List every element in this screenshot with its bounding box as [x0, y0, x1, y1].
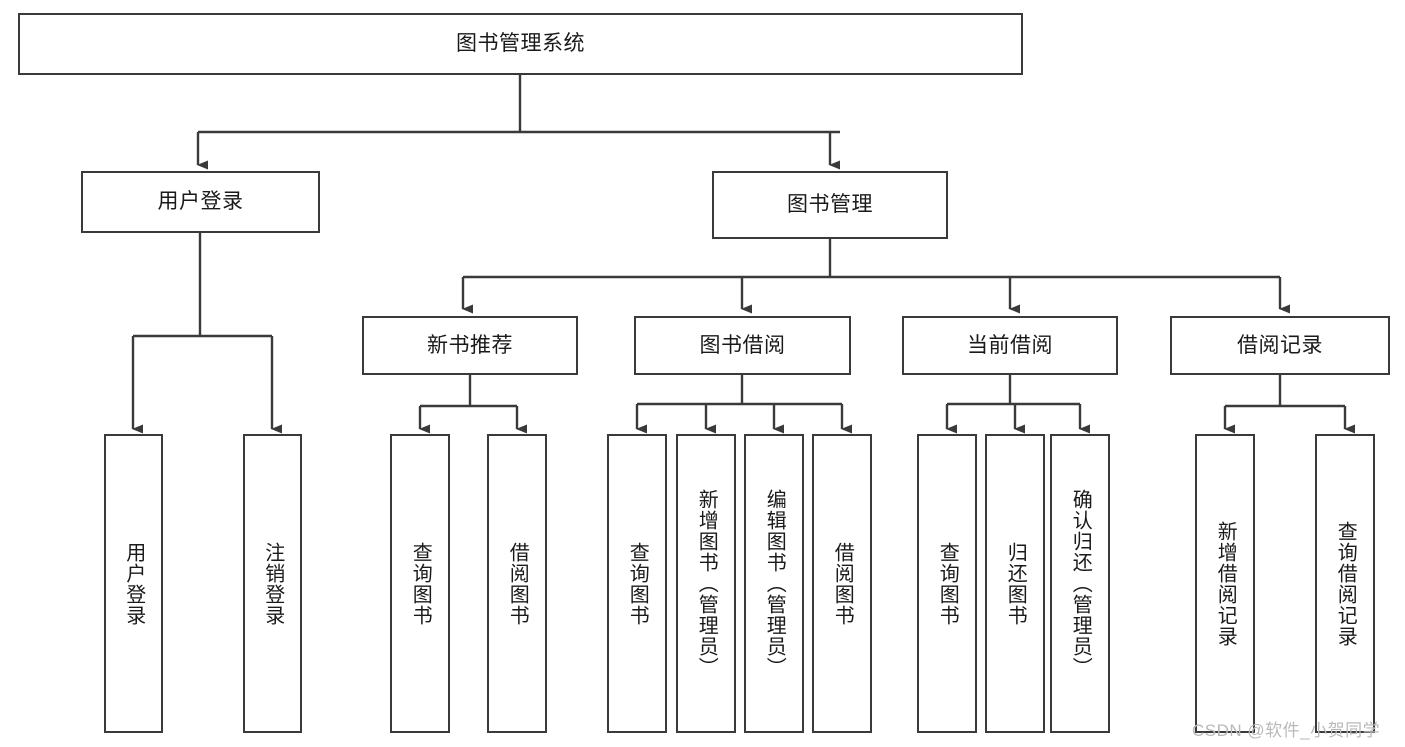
leaf-new-book-borrow[interactable]: 借阅图书 [487, 434, 547, 733]
node-root-system[interactable]: 图书管理系统 [18, 13, 1023, 75]
node-label: 用户登录 [122, 541, 145, 626]
node-label: 借阅图书 [831, 541, 854, 626]
leaf-user-login-signout[interactable]: 注销登录 [243, 434, 302, 733]
node-label: 查询借阅记录 [1334, 520, 1357, 647]
node-label: 当前借阅 [967, 333, 1053, 357]
node-book-management[interactable]: 图书管理 [712, 171, 948, 239]
node-label: 查询图书 [409, 541, 432, 626]
node-label: 图书管理系统 [456, 32, 585, 56]
node-label: 归还图书 [1004, 541, 1027, 626]
node-borrow-record[interactable]: 借阅记录 [1170, 316, 1390, 375]
node-label: 用户登录 [157, 190, 244, 214]
leaf-current-borrow-query[interactable]: 查询图书 [917, 434, 977, 733]
node-label: 新书推荐 [427, 333, 513, 357]
leaf-book-borrow-add[interactable]: 新增图书（管理员） [676, 434, 736, 733]
node-label: 借阅记录 [1237, 333, 1323, 357]
node-label: 确认归还（管理员） [1069, 489, 1092, 678]
leaf-book-borrow-query[interactable]: 查询图书 [607, 434, 667, 733]
node-label: 图书管理 [787, 193, 873, 217]
node-user-login[interactable]: 用户登录 [81, 171, 320, 233]
leaf-borrow-record-query[interactable]: 查询借阅记录 [1315, 434, 1375, 733]
leaf-current-borrow-confirm-return[interactable]: 确认归还（管理员） [1050, 434, 1110, 733]
node-label: 注销登录 [261, 541, 284, 626]
node-label: 图书借阅 [699, 333, 786, 357]
node-label: 编辑图书（管理员） [763, 489, 786, 678]
node-book-borrow[interactable]: 图书借阅 [634, 316, 851, 375]
leaf-book-borrow-edit[interactable]: 编辑图书（管理员） [744, 434, 804, 733]
node-new-book-recommend[interactable]: 新书推荐 [362, 316, 578, 375]
node-label: 查询图书 [936, 541, 959, 626]
node-label: 查询图书 [626, 541, 649, 626]
node-label: 新增借阅记录 [1214, 520, 1237, 647]
node-label: 新增图书（管理员） [695, 489, 718, 678]
leaf-borrow-record-add[interactable]: 新增借阅记录 [1195, 434, 1255, 733]
node-current-borrow[interactable]: 当前借阅 [902, 316, 1118, 375]
leaf-new-book-query[interactable]: 查询图书 [390, 434, 450, 733]
node-label: 借阅图书 [506, 541, 529, 626]
leaf-user-login-signin[interactable]: 用户登录 [104, 434, 163, 733]
leaf-current-borrow-return[interactable]: 归还图书 [985, 434, 1045, 733]
leaf-book-borrow-lend[interactable]: 借阅图书 [812, 434, 872, 733]
watermark-text: CSDN @软件_小贺同学 [1192, 721, 1381, 740]
